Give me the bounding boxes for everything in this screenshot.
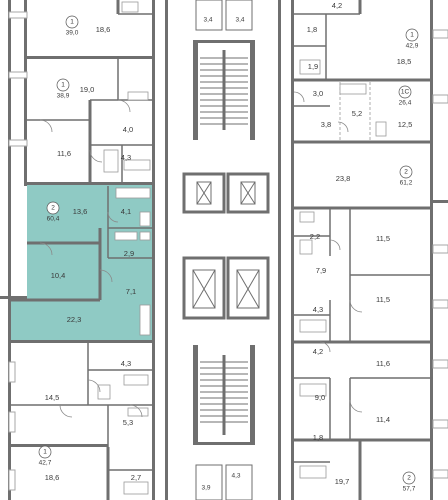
room-area: 4,0 [123,125,133,134]
room-area: 12,5 [398,120,413,129]
svg-text:38,9: 38,9 [57,93,70,100]
room-area: 4,3 [313,305,323,314]
svg-text:42,7: 42,7 [39,460,52,467]
room-area: 1,9 [308,62,318,71]
room-area: 13,6 [73,207,88,216]
svg-text:26,4: 26,4 [399,100,412,107]
svg-text:1: 1 [410,32,414,39]
apartment-marker[interactable]: 1 42,7 [38,445,52,467]
svg-text:42,9: 42,9 [406,43,419,50]
room-area: 2,2 [310,232,320,241]
right-wing-walls [294,0,448,500]
room-area: 2,9 [124,249,134,258]
svg-text:2: 2 [404,169,408,176]
right-wing-fixtures [293,59,387,479]
room-area: 5,2 [352,109,362,118]
room-area: 11,5 [376,295,390,304]
svg-text:2: 2 [407,475,411,482]
svg-text:1: 1 [43,449,47,456]
svg-text:1: 1 [61,82,65,89]
room-area: 3,9 [201,485,210,492]
room-area: 1,8 [313,433,323,442]
room-area: 4,2 [332,1,342,10]
svg-text:2: 2 [51,205,55,212]
room-area: 11,4 [376,415,390,424]
room-area: 11,6 [57,149,71,158]
room-area: 4,2 [313,347,323,356]
room-area: 11,5 [376,234,390,243]
room-area: 10,4 [51,271,66,280]
room-area: 3,8 [321,120,331,129]
room-area: 22,3 [67,315,82,324]
bottom-stair-treads [200,355,248,435]
room-area: 4,1 [121,207,131,216]
room-area: 18,6 [96,25,111,34]
apartment-marker[interactable]: 2 57,7 [402,471,416,493]
room-area: 14,5 [45,393,60,402]
room-area: 4,3 [231,473,240,480]
room-area: 11,6 [376,359,390,368]
svg-text:57,7: 57,7 [403,486,416,493]
svg-text:1С: 1С [401,89,410,96]
apartment-marker[interactable]: 1С 26,4 [398,85,412,107]
central-core [165,0,294,500]
apartment-marker[interactable]: 2 61,2 [399,165,413,187]
room-area: 9,0 [315,393,325,402]
svg-text:60,4: 60,4 [47,216,60,223]
top-stair-treads [200,50,248,130]
apartment-marker[interactable]: 1 39,0 [65,15,79,37]
left-wing-walls [0,0,155,500]
apartment-marker[interactable]: 1 42,9 [405,28,419,50]
room-area: 19,7 [335,477,350,486]
room-area: 2,7 [131,473,141,482]
room-area: 3,4 [235,17,244,24]
room-area: 4,3 [121,153,131,162]
room-area: 18,5 [397,57,412,66]
room-area: 23,8 [336,174,351,183]
room-area: 7,9 [316,266,326,275]
room-area: 7,1 [126,287,136,296]
room-area: 3,4 [203,17,212,24]
apartment-markers: 1 39,0 1 38,9 2 60,4 1 42,7 1 42,9 1С 26… [38,15,419,493]
room-labels: 18,6 19,0 4,0 11,6 4,3 13,6 4,1 2,9 10,4… [45,1,413,492]
apartment-marker[interactable]: 2 60,4 [46,201,60,223]
room-area: 5,3 [123,418,133,427]
left-wing-fixtures [39,1,151,495]
room-area: 4,3 [121,359,131,368]
svg-text:39,0: 39,0 [66,30,79,37]
room-area: 1,8 [307,25,317,34]
svg-text:61,2: 61,2 [400,180,413,187]
room-area: 18,6 [45,473,60,482]
room-area: 19,0 [80,85,95,94]
room-area: 3,0 [313,89,323,98]
svg-text:1: 1 [70,19,74,26]
apartment-marker[interactable]: 1 38,9 [56,78,70,100]
